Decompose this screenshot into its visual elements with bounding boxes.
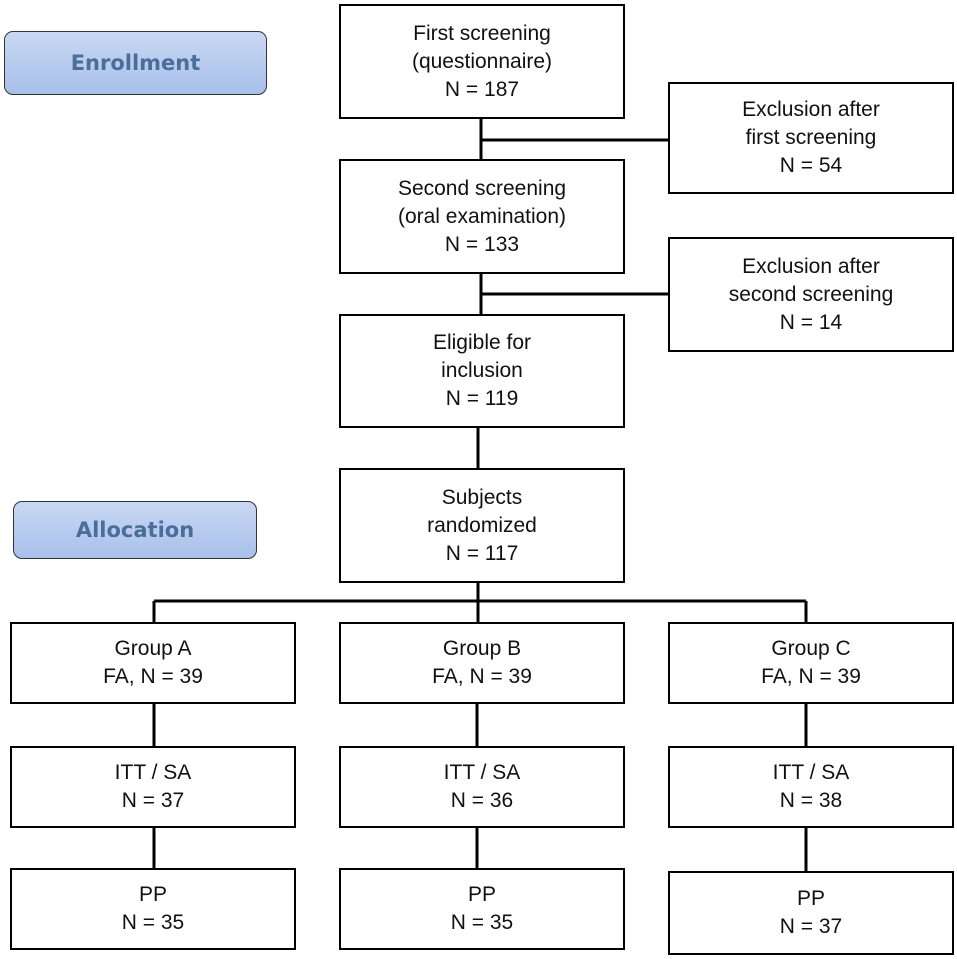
box-count: N = 38 — [779, 789, 843, 812]
box-itt-c: ITT / SA N = 38 — [668, 746, 954, 828]
box-count: N = 133 — [444, 232, 520, 256]
box-count: N = 37 — [121, 789, 185, 812]
box-count: N = 37 — [779, 915, 843, 938]
box-count: N = 54 — [779, 154, 843, 177]
box-count: FA, N = 39 — [761, 665, 861, 688]
box-group-a: Group A FA, N = 39 — [10, 622, 296, 704]
box-count: N = 187 — [444, 77, 520, 101]
box-line: ITT / SA — [772, 761, 850, 784]
box-exclusion-first: Exclusion after first screening N = 54 — [668, 82, 954, 194]
box-count: N = 117 — [445, 541, 519, 565]
box-itt-b: ITT / SA N = 36 — [339, 746, 625, 828]
box-line: Group A — [114, 637, 192, 660]
box-line: randomized — [427, 513, 537, 537]
box-group-b: Group B FA, N = 39 — [339, 622, 625, 704]
box-line: (questionnaire) — [411, 49, 553, 73]
phase-enrollment-text: Enrollment — [70, 51, 201, 75]
box-pp-b: PP N = 35 — [339, 868, 625, 950]
box-count: FA, N = 39 — [103, 665, 203, 688]
box-line: First screening — [413, 21, 551, 45]
box-second-screening: Second screening (oral examination) N = … — [339, 159, 625, 274]
phase-allocation-text: Allocation — [75, 518, 195, 542]
box-line: PP — [467, 883, 496, 906]
box-pp-c: PP N = 37 — [668, 871, 954, 955]
box-line: Group C — [771, 637, 851, 660]
box-line: first screening — [745, 126, 877, 149]
box-line: second screening — [728, 282, 894, 306]
box-first-screening: First screening (questionnaire) N = 187 — [339, 4, 625, 119]
box-count: N = 14 — [779, 310, 843, 334]
box-randomized: Subjects randomized N = 117 — [339, 468, 625, 583]
box-count: N = 36 — [450, 789, 514, 812]
box-line: Subjects — [441, 485, 523, 509]
box-line: ITT / SA — [114, 761, 192, 784]
box-pp-a: PP N = 35 — [10, 868, 296, 950]
box-count: N = 35 — [450, 911, 514, 934]
box-group-c: Group C FA, N = 39 — [668, 622, 954, 704]
box-exclusion-second: Exclusion after second screening N = 14 — [668, 237, 954, 352]
box-eligible: Eligible for inclusion N = 119 — [339, 314, 625, 428]
phase-label-allocation: Allocation — [13, 501, 257, 559]
box-line: inclusion — [441, 359, 523, 382]
box-line: PP — [796, 887, 825, 910]
box-line: ITT / SA — [443, 761, 521, 784]
box-count: N = 35 — [121, 911, 185, 934]
box-count: FA, N = 39 — [432, 665, 532, 688]
box-line: Eligible for — [432, 331, 532, 354]
box-line: Exclusion after — [742, 98, 880, 121]
box-line: (oral examination) — [397, 204, 567, 228]
box-line: PP — [138, 883, 167, 906]
box-line: Group B — [442, 637, 522, 660]
phase-label-enrollment: Enrollment — [4, 31, 267, 95]
box-line: Second screening — [397, 176, 567, 200]
box-count: N = 119 — [445, 387, 519, 410]
box-itt-a: ITT / SA N = 37 — [10, 746, 296, 828]
box-line: Exclusion after — [742, 254, 880, 278]
